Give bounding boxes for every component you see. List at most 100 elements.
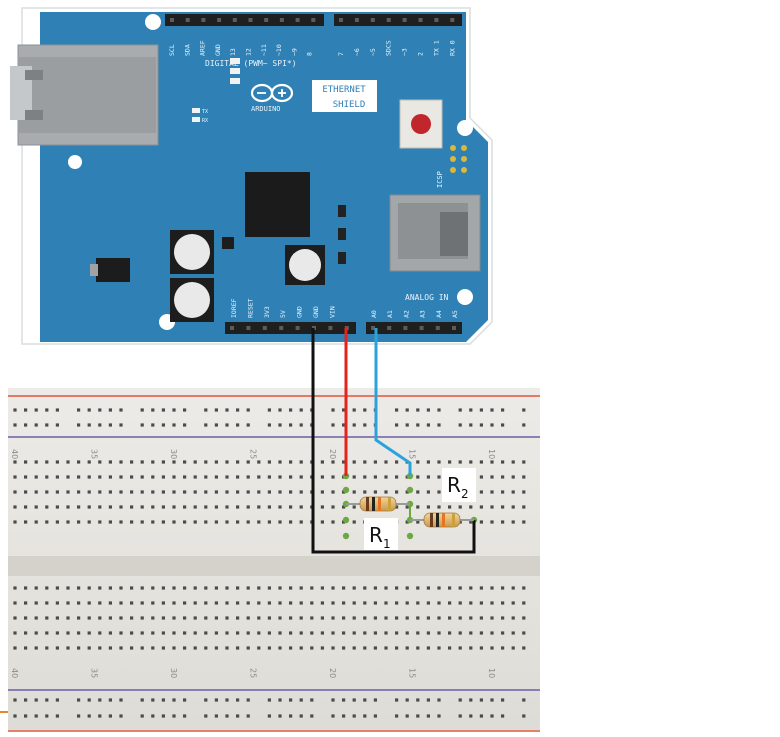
breadboard-hole bbox=[214, 586, 218, 590]
breadboard-hole bbox=[66, 460, 70, 464]
breadboard-hole bbox=[108, 646, 112, 650]
icsp-pin bbox=[461, 167, 467, 173]
breadboard-hole bbox=[119, 586, 123, 590]
shield-title-line2: SHIELD bbox=[333, 100, 366, 110]
breadboard-hole bbox=[98, 520, 102, 524]
pin-label: A0 bbox=[370, 310, 378, 318]
breadboard-hole bbox=[45, 616, 49, 620]
breadboard-hole bbox=[140, 698, 144, 702]
breadboard-hole bbox=[437, 460, 441, 464]
pin-label: ~10 bbox=[275, 44, 283, 56]
breadboard-hole bbox=[34, 505, 38, 509]
mount-hole-top bbox=[145, 14, 161, 30]
breadboard-hole bbox=[13, 408, 17, 412]
breadboard-hole bbox=[13, 475, 17, 479]
breadboard-hole bbox=[501, 586, 505, 590]
breadboard-hole bbox=[426, 646, 430, 650]
breadboard-hole bbox=[246, 505, 250, 509]
breadboard-hole bbox=[342, 408, 346, 412]
breadboard-hole bbox=[320, 460, 324, 464]
breadboard-hole bbox=[55, 423, 59, 427]
header-pin bbox=[354, 18, 359, 22]
breadboard-hole bbox=[511, 460, 515, 464]
breadboard-hole bbox=[34, 408, 38, 412]
voltage-regulator-tab bbox=[90, 264, 98, 276]
mount-hole-left bbox=[68, 155, 82, 169]
breadboard-hole bbox=[278, 698, 282, 702]
breadboard-hole bbox=[267, 616, 271, 620]
breadboard-hole bbox=[289, 490, 293, 494]
breadboard-hole bbox=[490, 601, 494, 605]
breadboard-hole bbox=[479, 460, 483, 464]
breadboard-hole bbox=[373, 601, 377, 605]
breadboard-hole bbox=[140, 475, 144, 479]
breadboard-hole bbox=[267, 646, 271, 650]
capacitor-1 bbox=[170, 230, 214, 274]
pin-label: ~5 bbox=[369, 48, 377, 56]
breadboard-hole bbox=[501, 714, 505, 718]
breadboard-hole bbox=[13, 423, 17, 427]
breadboard-hole bbox=[214, 460, 218, 464]
breadboard-hole bbox=[13, 505, 17, 509]
breadboard-hole bbox=[352, 714, 356, 718]
breadboard-hole bbox=[384, 616, 388, 620]
breadboard-hole bbox=[257, 460, 261, 464]
breadboard-hole bbox=[225, 408, 229, 412]
breadboard-hole bbox=[458, 646, 462, 650]
breadboard-hole bbox=[331, 408, 335, 412]
breadboard-hole bbox=[331, 601, 335, 605]
breadboard-hole bbox=[479, 505, 483, 509]
smd-component-1 bbox=[338, 205, 346, 217]
breadboard-hole bbox=[204, 423, 208, 427]
breadboard-hole bbox=[204, 601, 208, 605]
pin-label: SCL bbox=[168, 44, 176, 56]
breadboard-hole bbox=[490, 460, 494, 464]
breadboard-hole bbox=[225, 698, 229, 702]
breadboard-hole bbox=[24, 423, 28, 427]
breadboard-hole bbox=[34, 460, 38, 464]
breadboard-hole bbox=[352, 586, 356, 590]
breadboard-hole bbox=[331, 714, 335, 718]
breadboard-hole bbox=[119, 460, 123, 464]
breadboard-hole bbox=[257, 490, 261, 494]
breadboard-hole bbox=[161, 698, 165, 702]
breadboard-hole bbox=[98, 616, 102, 620]
breadboard-hole bbox=[204, 714, 208, 718]
breadboard-hole bbox=[24, 475, 28, 479]
breadboard-hole bbox=[352, 631, 356, 635]
breadboard-hole bbox=[289, 698, 293, 702]
breadboard-hole bbox=[416, 586, 420, 590]
shield-title-line1: ETHERNET bbox=[322, 85, 366, 95]
breadboard-hole bbox=[289, 423, 293, 427]
breadboard-hole bbox=[183, 601, 187, 605]
breadboard-hole bbox=[66, 520, 70, 524]
capacitor-2 bbox=[170, 278, 214, 322]
breadboard-hole bbox=[405, 505, 409, 509]
breadboard-hole bbox=[98, 408, 102, 412]
breadboard-hole bbox=[140, 586, 144, 590]
breadboard-hole bbox=[108, 601, 112, 605]
label-r2: R 2 bbox=[442, 468, 476, 502]
breadboard-hole bbox=[24, 646, 28, 650]
breadboard-hole bbox=[405, 408, 409, 412]
breadboard-hole bbox=[119, 698, 123, 702]
breadboard-hole bbox=[140, 408, 144, 412]
breadboard-hole bbox=[299, 631, 303, 635]
breadboard-hole bbox=[458, 714, 462, 718]
breadboard-hole bbox=[490, 646, 494, 650]
breadboard-hole bbox=[34, 520, 38, 524]
label-r2-subscript: 2 bbox=[461, 487, 469, 501]
pin-label: 3V3 bbox=[263, 306, 271, 318]
breadboard-hole bbox=[299, 423, 303, 427]
breadboard-hole bbox=[522, 601, 526, 605]
breadboard-hole bbox=[416, 646, 420, 650]
breadboard-hole bbox=[469, 631, 473, 635]
breadboard-hole bbox=[320, 631, 324, 635]
smd-component-2 bbox=[338, 228, 346, 240]
breadboard-hole bbox=[77, 646, 81, 650]
breadboard-hole bbox=[214, 423, 218, 427]
reset-button bbox=[399, 99, 443, 149]
breadboard-hole bbox=[108, 631, 112, 635]
